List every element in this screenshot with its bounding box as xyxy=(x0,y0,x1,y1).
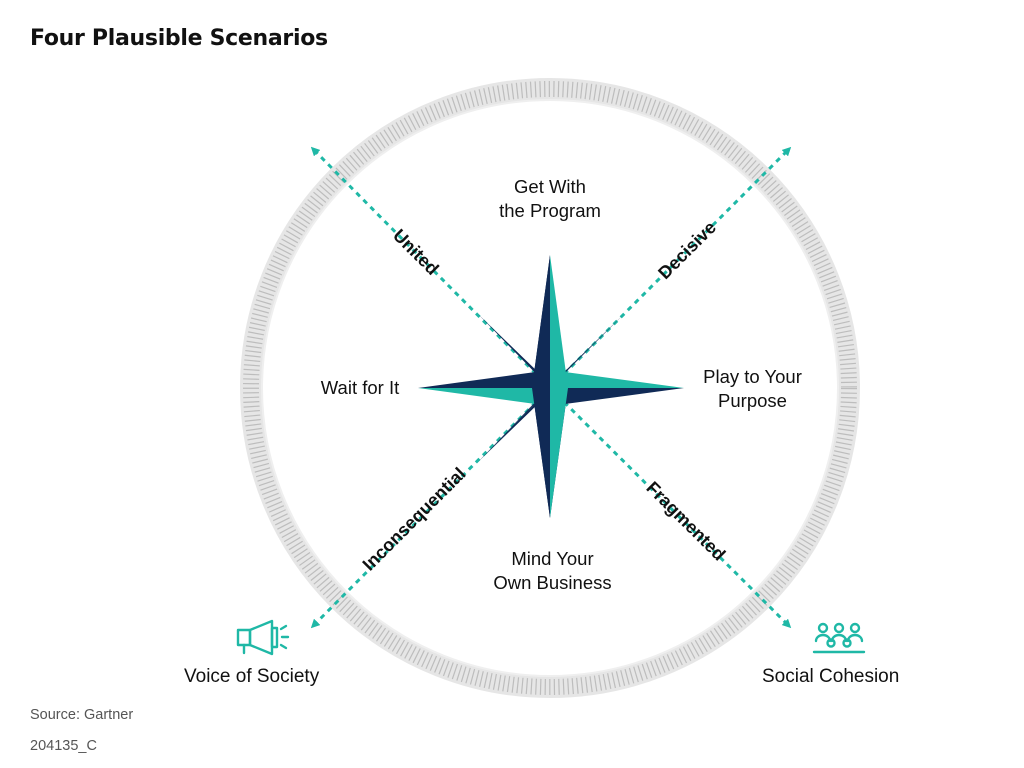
scenario-top: Get With the Program xyxy=(499,176,601,221)
axis-ne xyxy=(548,146,792,390)
figure-code: 204135_C xyxy=(30,738,97,754)
axis-label-fragmented: Fragmented xyxy=(642,478,729,565)
source-note: Source: Gartner xyxy=(30,707,134,723)
scenario-right: Play to Your Purpose xyxy=(703,366,802,411)
dimension-voice-of-society: Voice of Society xyxy=(184,666,320,687)
scenario-left: Wait for It xyxy=(320,377,400,398)
axis-label-inconsequential: Inconsequential xyxy=(359,464,470,575)
axis-label-decisive: Decisive xyxy=(654,217,720,283)
scenario-bottom: Mind Your Own Business xyxy=(493,548,612,593)
compass-star xyxy=(418,255,684,518)
people-group-icon xyxy=(812,622,866,654)
page-title: Four Plausible Scenarios xyxy=(30,26,328,51)
megaphone-icon xyxy=(236,619,290,656)
inner-ring-edge xyxy=(261,99,839,677)
axis-label-united: United xyxy=(389,225,443,279)
outer-ring-ticks xyxy=(243,81,857,695)
dimension-social-cohesion: Social Cohesion xyxy=(762,666,900,687)
